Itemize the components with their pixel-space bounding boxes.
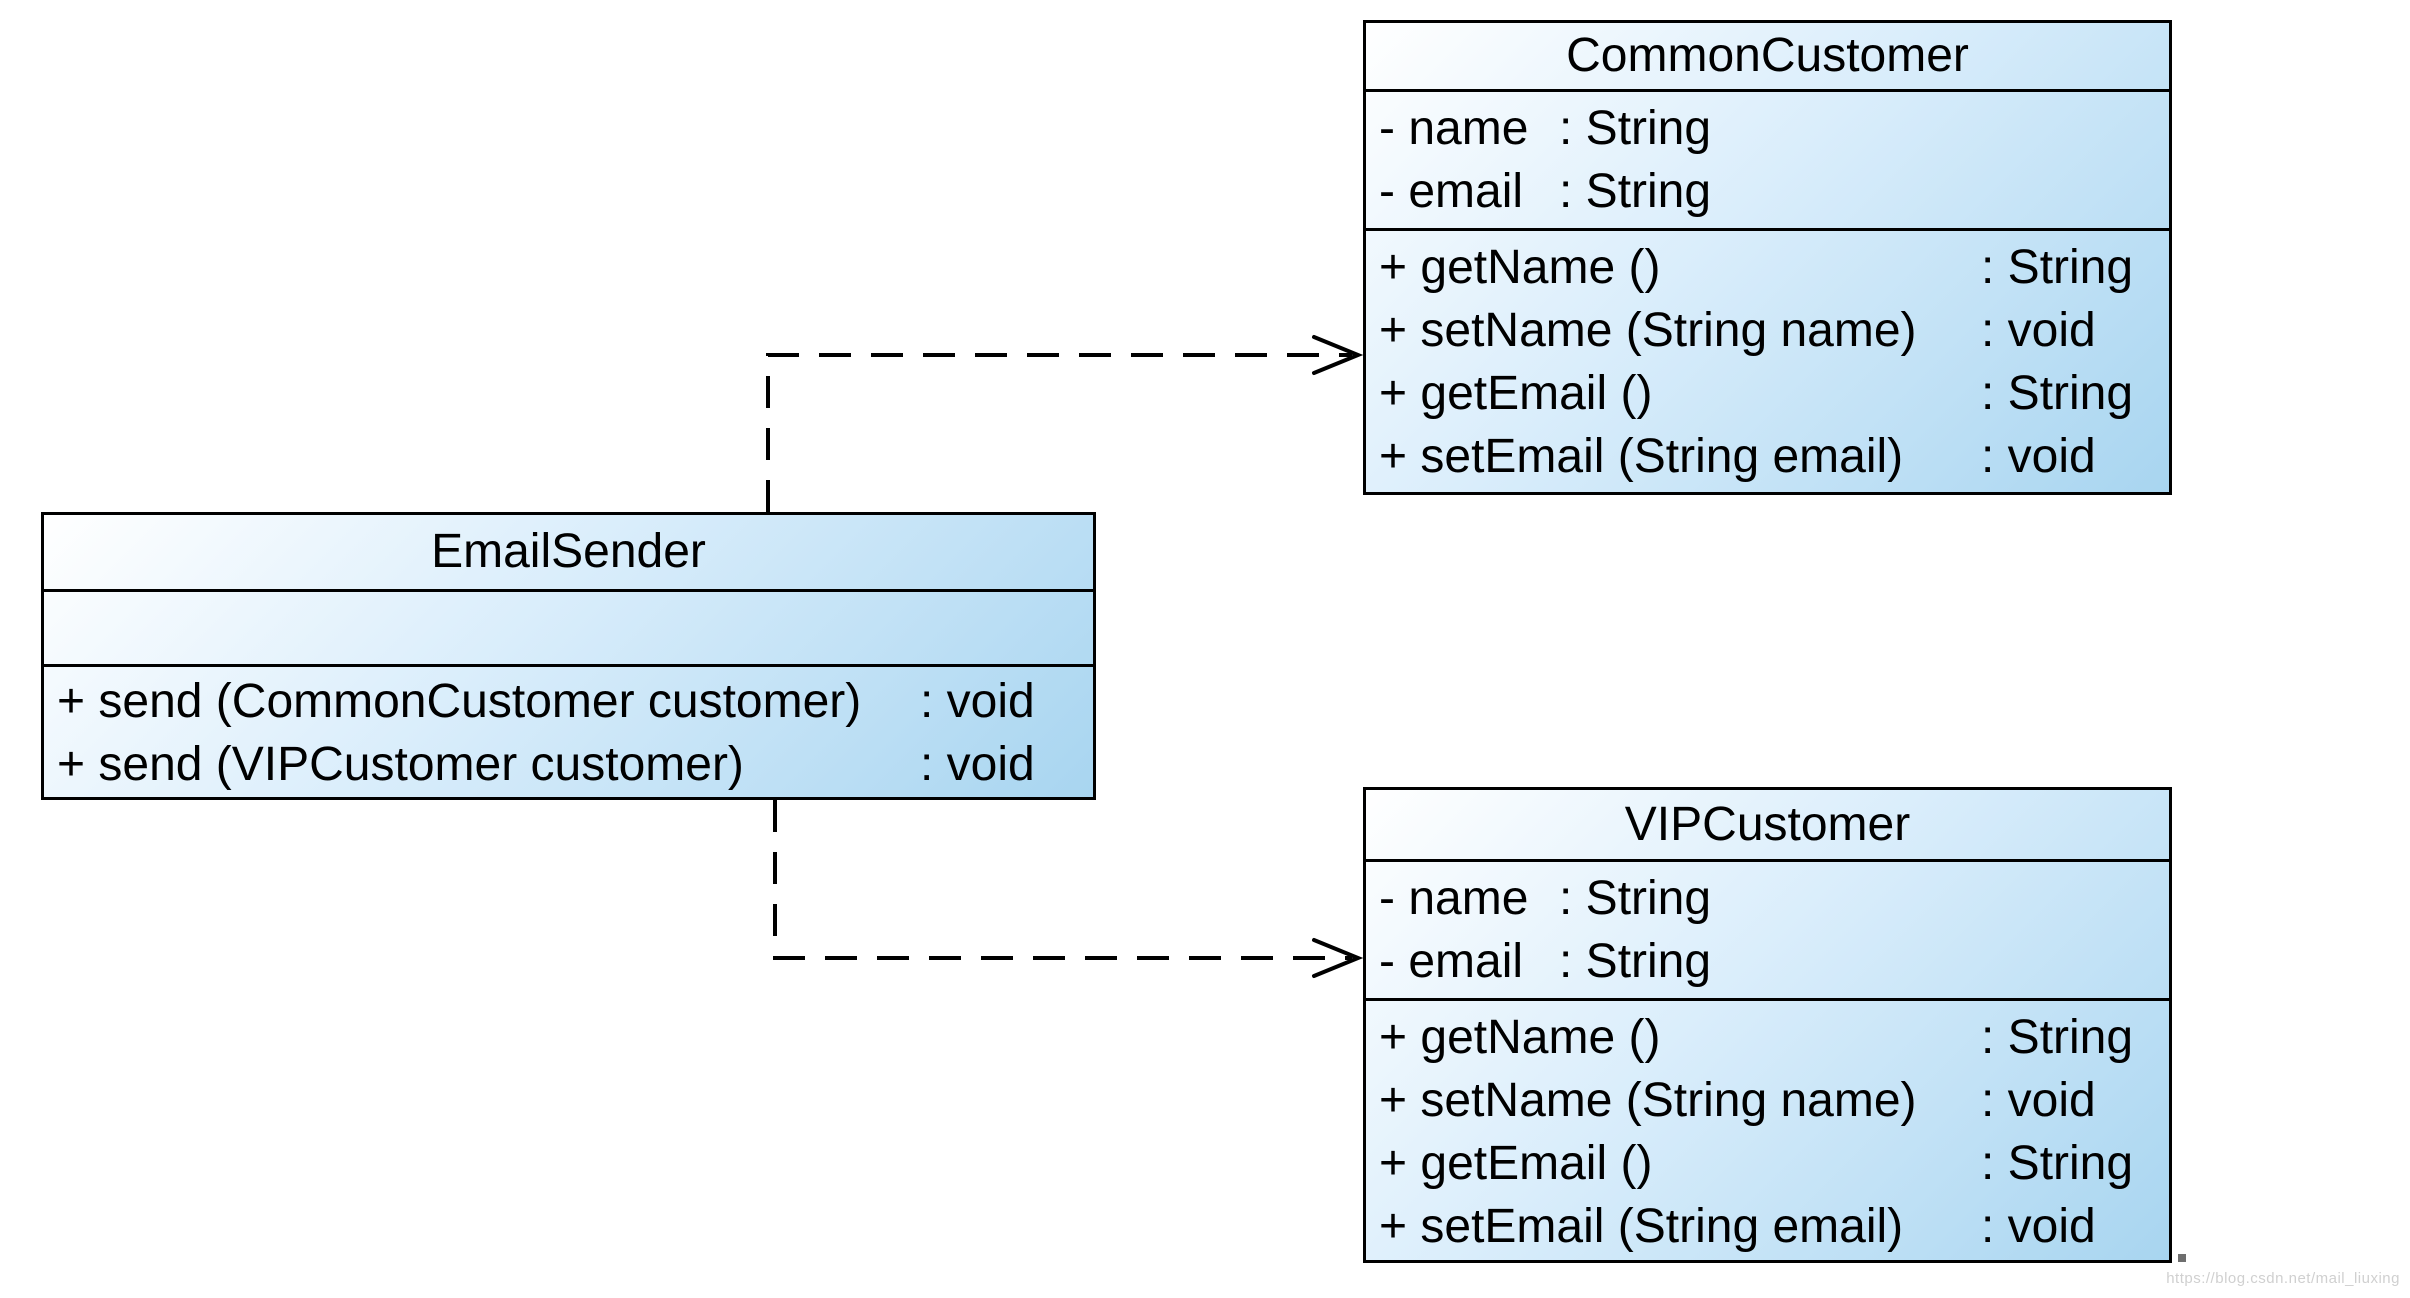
dependency-arrow-emailsender-to-commoncustomer bbox=[766, 335, 1364, 512]
method-signature: + setName (String name) bbox=[1379, 304, 1917, 357]
class-name: EmailSender bbox=[44, 515, 1093, 592]
method-return-type: : void bbox=[920, 675, 1035, 728]
attribute-row: - email : String bbox=[1379, 160, 2156, 223]
method-row: + send (VIPCustomer customer) : void bbox=[57, 733, 1080, 796]
attributes-compartment: - name : String - email : String bbox=[1366, 862, 2169, 1001]
method-row: + getEmail () : String bbox=[1379, 1132, 2156, 1195]
attribute-type: : String bbox=[1559, 935, 1712, 988]
attributes-compartment-empty bbox=[44, 592, 1093, 667]
method-signature: + getEmail () bbox=[1379, 1137, 1653, 1190]
method-return-type: : String bbox=[1981, 367, 2134, 420]
method-signature: + send (VIPCustomer customer) bbox=[57, 738, 744, 791]
method-return-type: : void bbox=[920, 738, 1035, 791]
attribute-row: - name : String bbox=[1379, 867, 2156, 930]
class-name: VIPCustomer bbox=[1366, 790, 2169, 862]
method-row: + send (CommonCustomer customer) : void bbox=[57, 670, 1080, 733]
attribute-type: : String bbox=[1559, 165, 1712, 218]
method-return-type: : String bbox=[1981, 1137, 2134, 1190]
open-arrowhead-icon bbox=[1312, 335, 1364, 375]
stray-dot bbox=[2178, 1254, 2186, 1262]
attributes-compartment: - name : String - email : String bbox=[1366, 92, 2169, 231]
class-box-vipcustomer: VIPCustomer - name : String - email : St… bbox=[1363, 787, 2172, 1263]
method-return-type: : void bbox=[1981, 1074, 2096, 1127]
class-box-emailsender: EmailSender + send (CommonCustomer custo… bbox=[41, 512, 1096, 800]
class-name: CommonCustomer bbox=[1366, 23, 2169, 92]
open-arrowhead-icon bbox=[1312, 938, 1364, 978]
methods-compartment: + getName () : String + setName (String … bbox=[1366, 1001, 2169, 1258]
attribute-name: - email bbox=[1379, 165, 1524, 218]
method-signature: + send (CommonCustomer customer) bbox=[57, 675, 862, 728]
method-signature: + setEmail (String email) bbox=[1379, 1200, 1904, 1253]
method-row: + getName () : String bbox=[1379, 236, 2156, 299]
attribute-row: - email : String bbox=[1379, 930, 2156, 993]
method-return-type: : String bbox=[1981, 1011, 2134, 1064]
attribute-name: - email bbox=[1379, 935, 1524, 988]
method-return-type: : void bbox=[1981, 1200, 2096, 1253]
attribute-name: - name bbox=[1379, 102, 1529, 155]
method-signature: + setName (String name) bbox=[1379, 1074, 1917, 1127]
method-signature: + getEmail () bbox=[1379, 367, 1653, 420]
method-signature: + getName () bbox=[1379, 241, 1661, 294]
attribute-name: - name bbox=[1379, 872, 1529, 925]
methods-compartment: + send (CommonCustomer customer) : void … bbox=[44, 667, 1093, 796]
method-signature: + setEmail (String email) bbox=[1379, 430, 1904, 483]
method-row: + setName (String name) : void bbox=[1379, 1069, 2156, 1132]
class-box-commoncustomer: CommonCustomer - name : String - email :… bbox=[1363, 20, 2172, 495]
attribute-type: : String bbox=[1559, 872, 1712, 925]
method-row: + setEmail (String email) : void bbox=[1379, 425, 2156, 488]
dependency-arrow-emailsender-to-vipcustomer bbox=[773, 800, 1364, 978]
method-return-type: : void bbox=[1981, 304, 2096, 357]
method-row: + getEmail () : String bbox=[1379, 362, 2156, 425]
attribute-row: - name : String bbox=[1379, 97, 2156, 160]
watermark-url: https://blog.csdn.net/mail_liuxing bbox=[2166, 1270, 2400, 1287]
method-return-type: : void bbox=[1981, 430, 2096, 483]
methods-compartment: + getName () : String + setName (String … bbox=[1366, 231, 2169, 488]
method-row: + setEmail (String email) : void bbox=[1379, 1195, 2156, 1258]
attribute-type: : String bbox=[1559, 102, 1712, 155]
method-return-type: : String bbox=[1981, 241, 2134, 294]
method-row: + setName (String name) : void bbox=[1379, 299, 2156, 362]
method-signature: + getName () bbox=[1379, 1011, 1661, 1064]
method-row: + getName () : String bbox=[1379, 1006, 2156, 1069]
